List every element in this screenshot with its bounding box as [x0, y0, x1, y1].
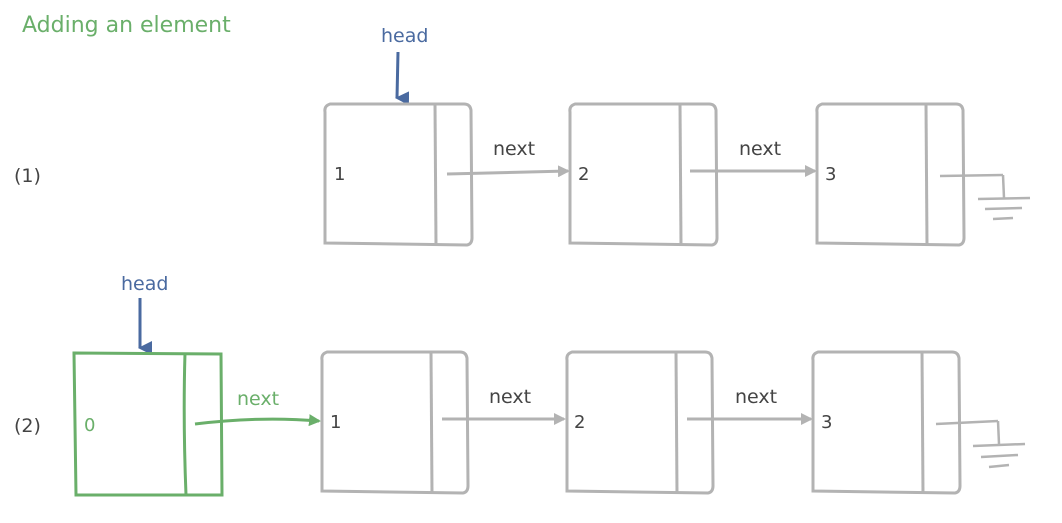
row-2-link-2-label: next: [735, 386, 777, 408]
row-1-node-3-value: 3: [825, 164, 836, 185]
row-1-node-2-value: 2: [578, 164, 589, 185]
row-1-node-1-value: 1: [334, 164, 345, 185]
row-1-node-1: [323, 102, 474, 247]
row-1-head-arrow: [395, 51, 410, 106]
row-2-node-2-value: 2: [574, 412, 585, 433]
row-2-new-link: [194, 414, 321, 427]
row-2-head-label: head: [121, 273, 168, 295]
row-1-null-ground-icon: [939, 173, 1031, 221]
row-1-node-3: [815, 102, 966, 247]
row-1-head-label: head: [381, 25, 428, 47]
row-2-node-1-value: 1: [330, 412, 341, 433]
row-2-new-node-0: [72, 351, 224, 497]
row-1-link-2-label: next: [739, 138, 781, 160]
row-1-link-1-label: next: [493, 138, 535, 160]
row-1-link-1: [446, 165, 570, 178]
row-2-node-3: [811, 350, 962, 495]
row-2-node-1: [320, 350, 470, 495]
row-2-node-3-value: 3: [821, 412, 832, 433]
row-2-new-node-value: 0: [84, 415, 95, 436]
diagram-title: Adding an element: [22, 13, 231, 38]
row-2-new-link-label: next: [237, 388, 279, 410]
row-2-label: (2): [14, 415, 41, 437]
row-2-null-ground-icon: [935, 419, 1026, 469]
row-2-node-2: [565, 350, 715, 495]
row-1-label: (1): [14, 165, 41, 187]
row-2-link-1-label: next: [489, 386, 531, 408]
row-1-node-2: [568, 102, 719, 247]
